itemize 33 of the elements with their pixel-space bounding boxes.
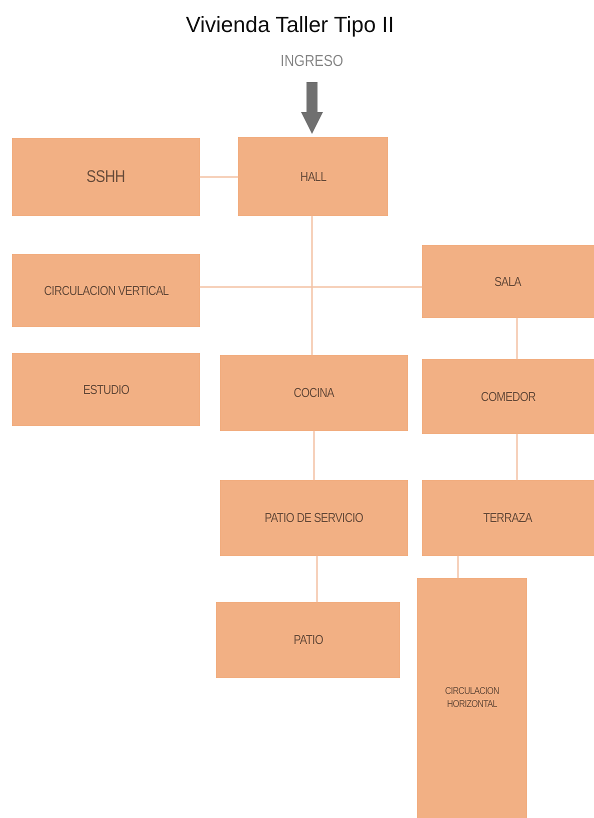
room-box bbox=[216, 602, 400, 678]
room-box bbox=[12, 138, 200, 216]
room-box bbox=[422, 359, 594, 434]
room-label: COMEDOR bbox=[480, 388, 536, 406]
connector-line bbox=[457, 556, 459, 578]
room-box bbox=[238, 137, 388, 216]
room-label: CIRCULACION HORIZONTAL bbox=[444, 684, 500, 712]
entrance-label: INGRESO bbox=[280, 53, 344, 71]
room-label: HALL bbox=[300, 168, 326, 186]
room-box bbox=[12, 254, 200, 327]
connector-line bbox=[516, 434, 518, 480]
connector-line bbox=[200, 286, 422, 288]
connector-line bbox=[313, 431, 315, 480]
room-label: TERRAZA bbox=[484, 509, 532, 527]
room-label: ESTUDIO bbox=[82, 380, 130, 398]
room-box bbox=[422, 245, 594, 318]
room-box bbox=[220, 480, 408, 556]
room-label: SSHH bbox=[86, 166, 126, 188]
connector-line bbox=[311, 216, 313, 355]
entrance-arrow bbox=[301, 82, 323, 134]
room-box bbox=[220, 355, 408, 431]
room-label: CIRCULACION VERTICAL bbox=[44, 282, 168, 300]
room-label: PATIO DE SERVICIO bbox=[264, 509, 364, 527]
room-box bbox=[422, 480, 594, 556]
connector-line bbox=[316, 556, 318, 602]
room-label: COCINA bbox=[294, 384, 334, 402]
room-box bbox=[417, 578, 527, 818]
connector-line bbox=[516, 318, 518, 359]
connector-line bbox=[200, 176, 238, 178]
room-box bbox=[12, 353, 200, 426]
room-label: SALA bbox=[494, 272, 522, 290]
diagram-title: Vivienda Taller Tipo II bbox=[184, 12, 396, 38]
room-label: PATIO bbox=[293, 631, 323, 649]
